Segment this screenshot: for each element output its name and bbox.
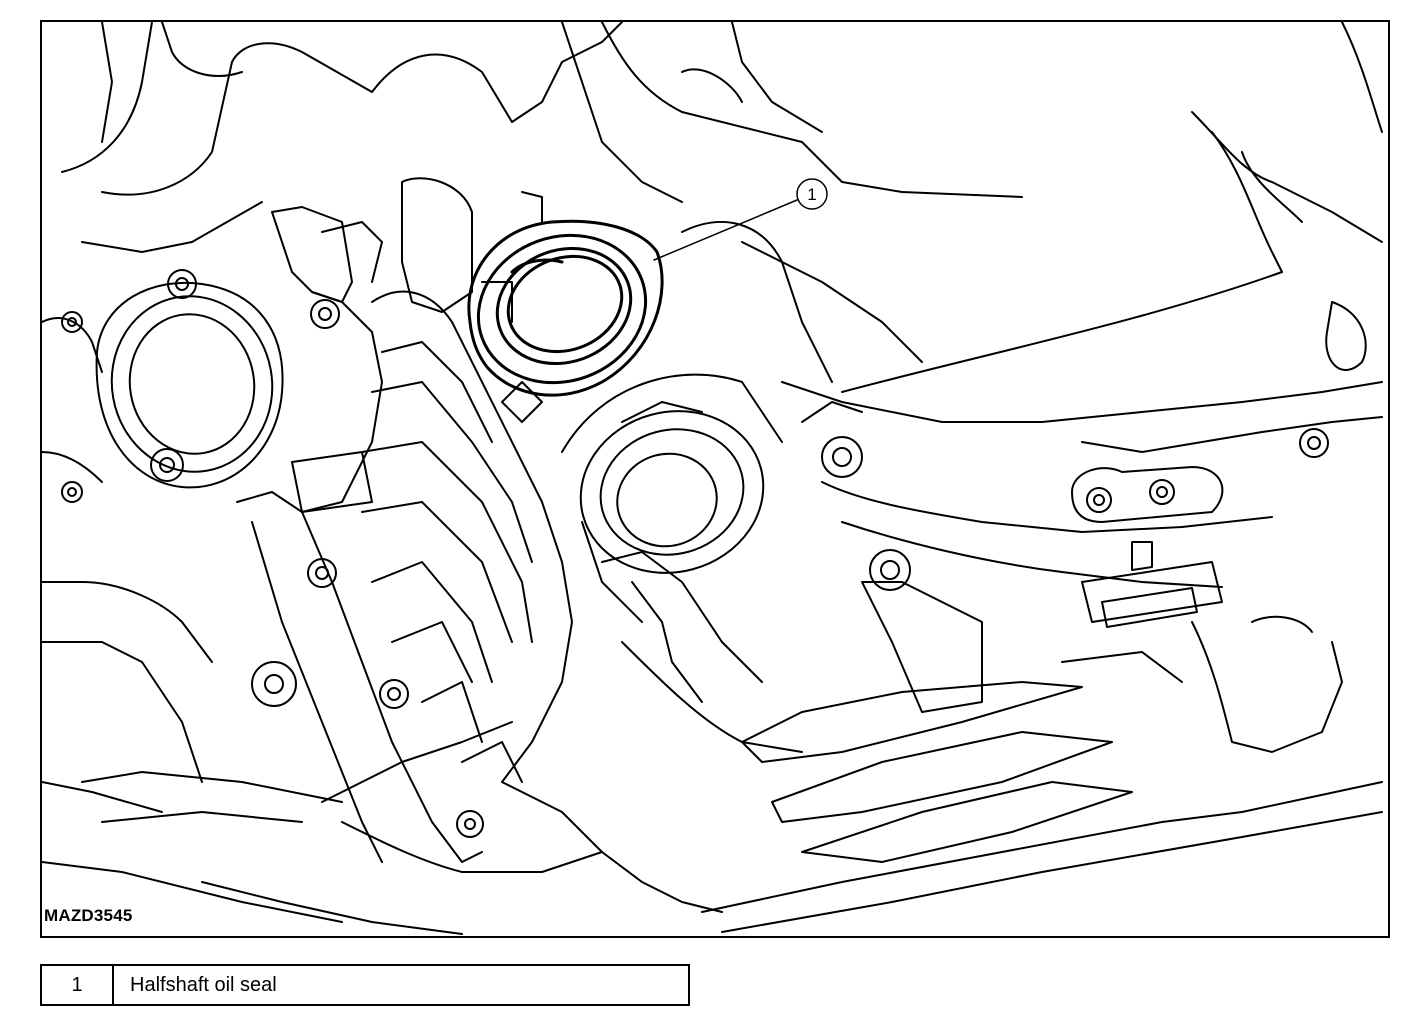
figure-id: MAZD3545 xyxy=(44,906,133,925)
left-housing-lines xyxy=(42,22,343,923)
upper-housing-lines xyxy=(61,22,1383,393)
diagram-frame: 1 xyxy=(40,20,1390,938)
legend-row-number: 1 xyxy=(42,966,114,1004)
callout-circle xyxy=(796,178,828,210)
transaxle-illustration: 1 xyxy=(42,22,1383,935)
bracket xyxy=(236,206,484,863)
output-shaft-bore xyxy=(561,373,783,623)
legend-table: 1 Halfshaft oil seal xyxy=(40,964,690,1006)
legend-row-description: Halfshaft oil seal xyxy=(130,973,277,996)
callout-1: 1 xyxy=(653,178,828,261)
left-cover-plate xyxy=(61,269,284,503)
right-housing xyxy=(681,221,1383,591)
lower-left-housing xyxy=(81,721,723,935)
callout-number: 1 xyxy=(807,185,816,204)
main-casting xyxy=(361,177,573,783)
sensor-connector xyxy=(1081,541,1343,753)
mount-plates xyxy=(601,551,1383,933)
halfshaft-oil-seal xyxy=(467,219,664,397)
